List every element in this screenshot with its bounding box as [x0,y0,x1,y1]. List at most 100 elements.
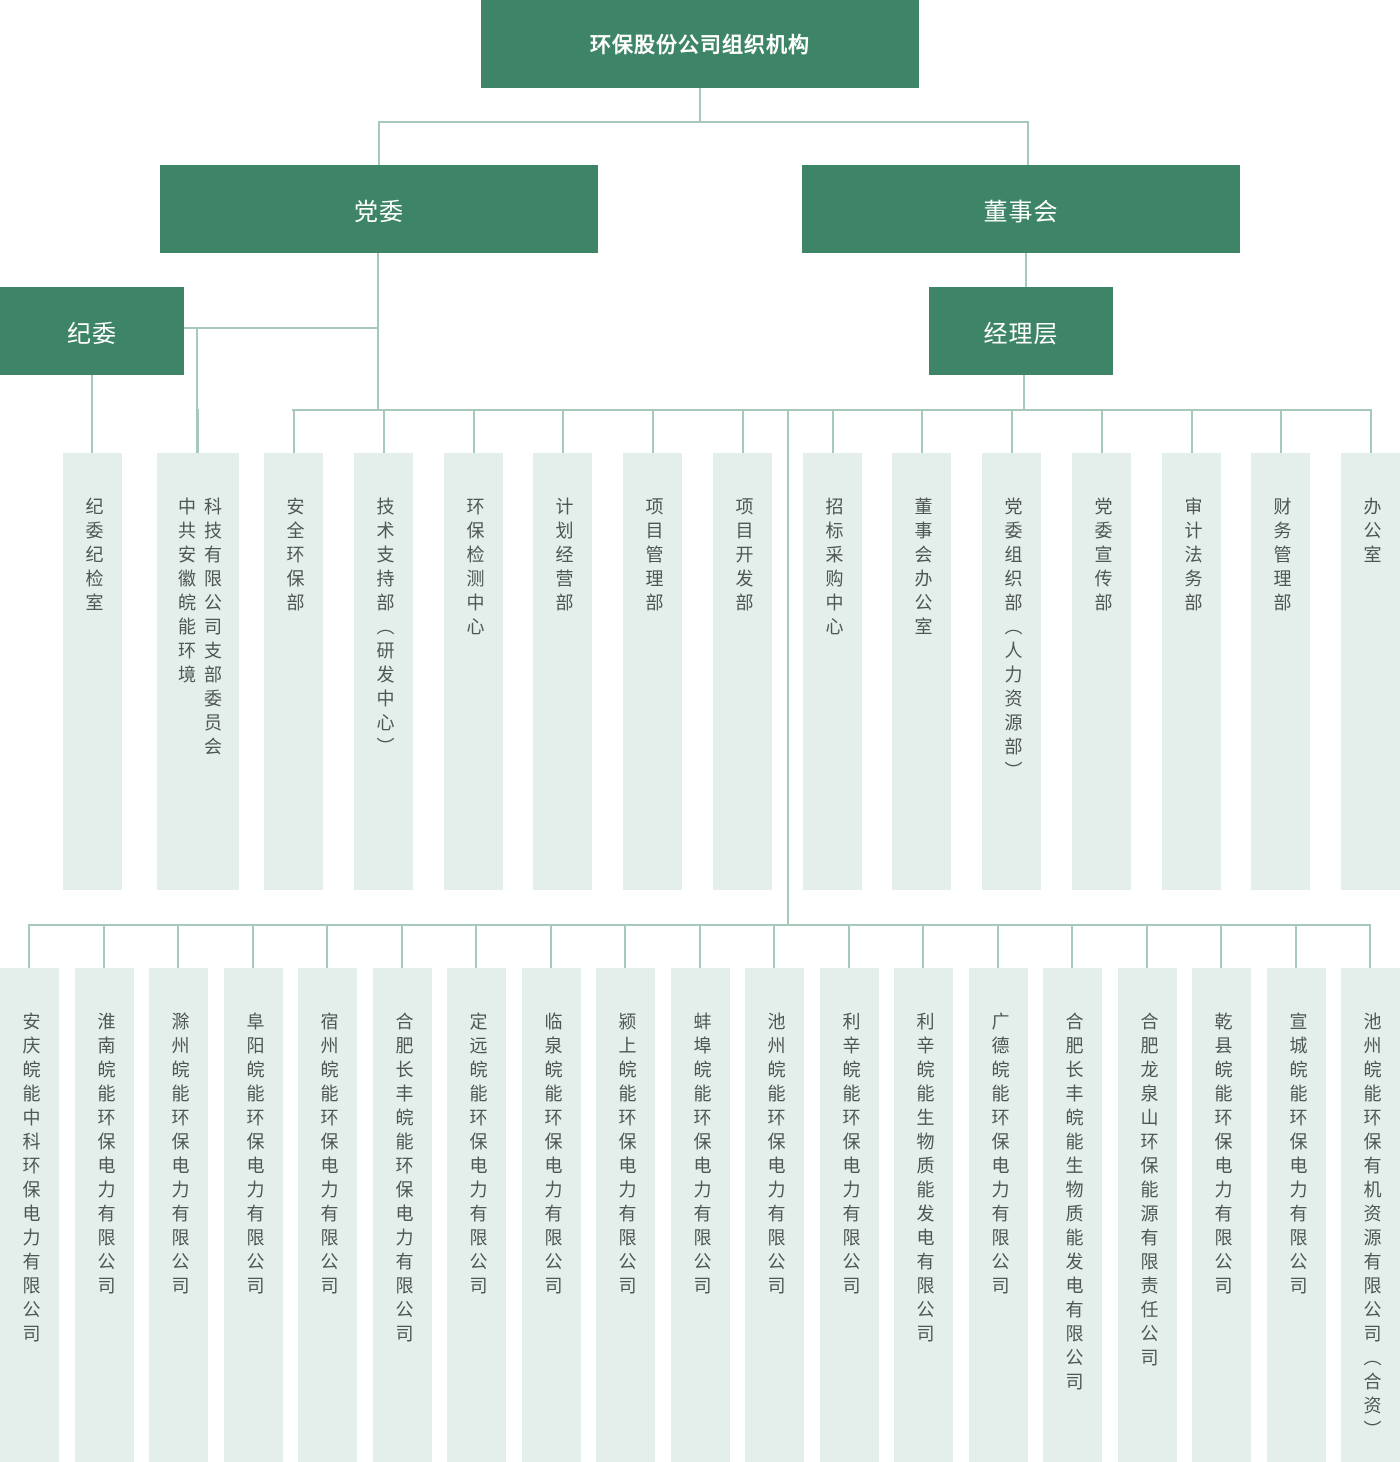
department-box-party-propaganda: 党委宣传部 [1072,453,1131,890]
department-box-office: 办公室 [1341,453,1400,890]
department-label: 审计法务部 [1181,497,1203,617]
subsidiary-label: 滁州皖能环保电力有限公司 [168,1012,190,1300]
subsidiary-box: 合肥长丰皖能生物质能发电有限公司 [1043,968,1102,1462]
department-connector [293,409,295,453]
department-connector [652,409,654,453]
department-connector [832,409,834,453]
department-box-board-office: 董事会办公室 [892,453,951,890]
subsidiary-label: 乾县皖能环保电力有限公司 [1211,1012,1233,1300]
subsidiary-connector [1220,924,1222,968]
department-label: 办公室 [1360,497,1382,569]
department-connector [473,409,475,453]
party-committee-box: 党委 [160,165,598,253]
connector-line [1023,375,1025,411]
subsidiary-label: 淮南皖能环保电力有限公司 [94,1012,116,1300]
subsidiary-label: 广德皖能环保电力有限公司 [988,1012,1010,1300]
subsidiary-label: 安庆皖能中科环保电力有限公司 [19,1012,41,1348]
department-label: 党委组织部（人力资源部） [1001,497,1023,785]
subsidiary-connector [1369,924,1371,968]
subsidiary-box: 蚌埠皖能环保电力有限公司 [671,968,730,1462]
subsidiary-label: 利辛皖能生物质能发电有限公司 [913,1012,935,1348]
department-box-procurement: 招标采购中心 [803,453,862,890]
connector-line [377,253,379,411]
subsidiary-box: 滁州皖能环保电力有限公司 [149,968,208,1462]
subsidiary-label: 池州皖能环保有机资源有限公司（合资） [1360,1012,1382,1444]
subsidiary-label: 蚌埠皖能环保电力有限公司 [690,1012,712,1300]
org-chart-title: 环保股份公司组织机构 [481,0,919,88]
department-box-project-dev: 项目开发部 [713,453,772,890]
connector-line [28,924,1371,926]
department-box-party-branch: 科技有限公司支部委员会中共安徽皖能环境 [157,453,239,890]
connector-line [1025,253,1027,287]
subsidiary-connector [475,924,477,968]
subsidiary-connector [1071,924,1073,968]
subsidiary-connector [997,924,999,968]
connector-line [378,121,1029,123]
department-label: 安全环保部 [283,497,305,617]
subsidiary-box: 安庆皖能中科环保电力有限公司 [0,968,59,1462]
subsidiary-label: 宣城皖能环保电力有限公司 [1286,1012,1308,1300]
subsidiary-connector [1295,924,1297,968]
department-box-planning: 计划经营部 [533,453,592,890]
connector-line [378,121,380,165]
department-box-env-testing: 环保检测中心 [444,453,503,890]
subsidiary-label: 合肥龙泉山环保能源有限责任公司 [1137,1012,1159,1372]
department-label: 环保检测中心 [463,497,485,641]
subsidiary-box: 定远皖能环保电力有限公司 [447,968,506,1462]
subsidiary-label: 池州皖能环保电力有限公司 [764,1012,786,1300]
subsidiary-connector [550,924,552,968]
subsidiary-connector [699,924,701,968]
subsidiary-label: 宿州皖能环保电力有限公司 [317,1012,339,1300]
subsidiary-box: 乾县皖能环保电力有限公司 [1192,968,1251,1462]
connector-line [292,409,1371,411]
department-label: 财务管理部 [1270,497,1292,617]
subsidiary-box: 利辛皖能环保电力有限公司 [820,968,879,1462]
department-label: 党委宣传部 [1091,497,1113,617]
department-box-finance: 财务管理部 [1251,453,1310,890]
subsidiary-connector [1146,924,1148,968]
department-connector [1011,409,1013,453]
subsidiary-label: 阜阳皖能环保电力有限公司 [243,1012,265,1300]
department-label: 招标采购中心 [822,497,844,641]
connector-line [699,88,701,122]
department-label: 项目管理部 [642,497,664,617]
department-box-tech-support: 技术支持部（研发中心） [354,453,413,890]
subsidiary-box: 合肥龙泉山环保能源有限责任公司 [1118,968,1177,1462]
subsidiary-connector [773,924,775,968]
department-label: 项目开发部 [732,497,754,617]
subsidiary-label: 合肥长丰皖能生物质能发电有限公司 [1062,1012,1084,1396]
subsidiary-label: 定远皖能环保电力有限公司 [466,1012,488,1300]
connector-line [91,375,93,453]
subsidiary-box: 临泉皖能环保电力有限公司 [522,968,581,1462]
subsidiary-box: 池州皖能环保有机资源有限公司（合资） [1341,968,1400,1462]
department-connector [742,409,744,453]
subsidiary-connector [922,924,924,968]
subsidiary-box: 颍上皖能环保电力有限公司 [596,968,655,1462]
connector-line [787,409,789,925]
subsidiary-connector [326,924,328,968]
department-connector [1370,409,1372,453]
department-label: 董事会办公室 [911,497,933,641]
department-box-jiwei-office: 纪委纪检室 [63,453,122,890]
subsidiary-label: 利辛皖能环保电力有限公司 [839,1012,861,1300]
management-box: 经理层 [929,287,1113,375]
subsidiary-connector [177,924,179,968]
subsidiary-box: 淮南皖能环保电力有限公司 [75,968,134,1462]
subsidiary-connector [401,924,403,968]
subsidiary-box: 广德皖能环保电力有限公司 [969,968,1028,1462]
department-label: 计划经营部 [552,497,574,617]
department-connector [1101,409,1103,453]
subsidiary-box: 合肥长丰皖能环保电力有限公司 [373,968,432,1462]
department-box-audit-legal: 审计法务部 [1162,453,1221,890]
subsidiary-connector [624,924,626,968]
connector-line [184,327,378,329]
subsidiary-box: 利辛皖能生物质能发电有限公司 [894,968,953,1462]
department-box-project-mgmt: 项目管理部 [623,453,682,890]
subsidiary-box: 宣城皖能环保电力有限公司 [1267,968,1326,1462]
subsidiary-connector [28,924,30,968]
department-label: 科技有限公司支部委员会 [201,497,222,761]
discipline-committee-box: 纪委 [0,287,184,375]
department-label: 中共安徽皖能环境 [175,497,196,689]
department-connector [921,409,923,453]
